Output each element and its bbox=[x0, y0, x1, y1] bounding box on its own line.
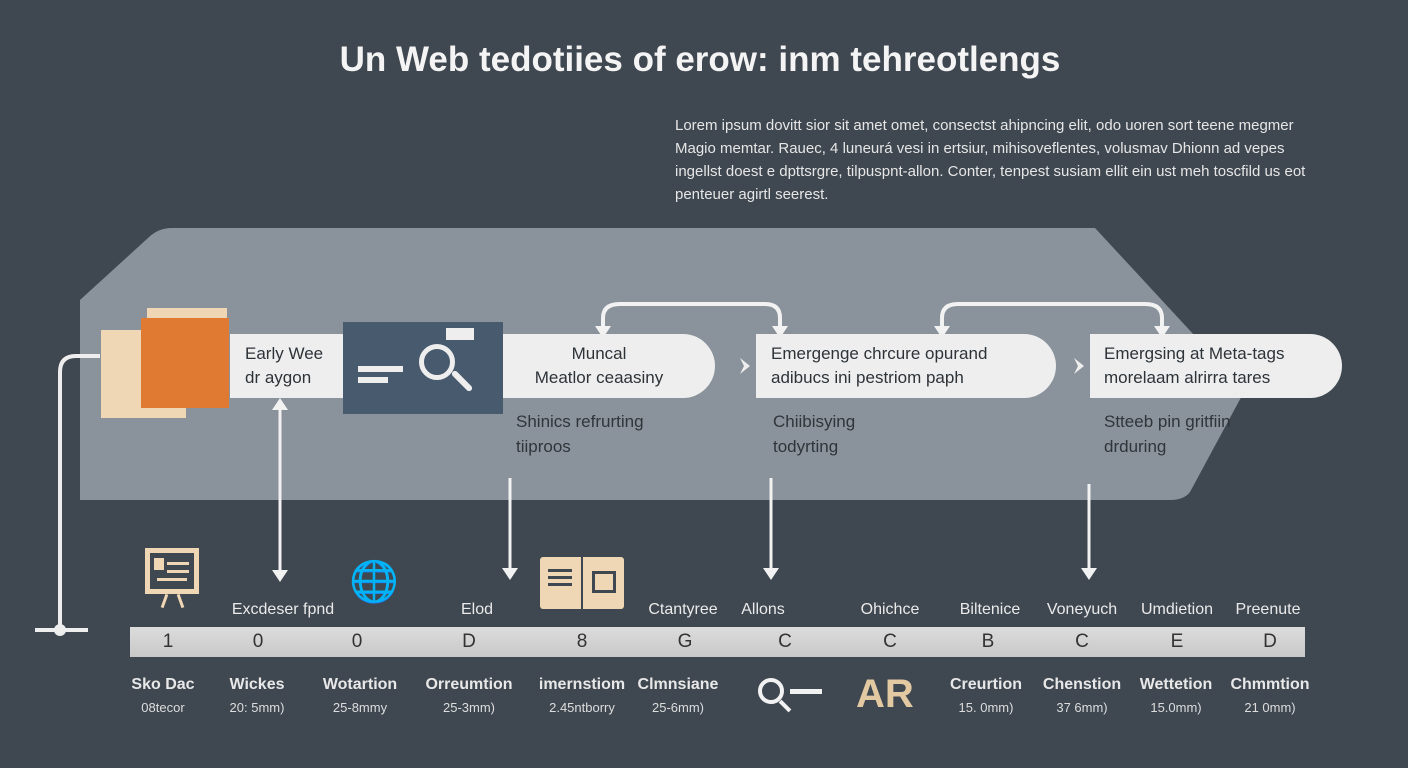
stage-2-title: Muncal bbox=[571, 344, 627, 363]
timeline-value: C bbox=[1075, 631, 1089, 652]
stage-3-note-line: Chiibisying bbox=[773, 412, 856, 431]
timeline-bottom-item: Orreumtion 25-3mm) bbox=[425, 676, 512, 715]
timeline-bar: 1 0 0 D 8 G C C B C E D bbox=[130, 627, 1305, 657]
timeline-value: C bbox=[883, 631, 897, 652]
timeline-top-label: Excdeser fpnd bbox=[231, 601, 335, 618]
timeline-top-label: Voneyuch bbox=[1046, 601, 1118, 618]
timeline-bottom-item: Creurtion 15. 0mm) bbox=[950, 676, 1022, 715]
stage-4-card: Emergsing at Meta-tags morelaam alrirra … bbox=[1090, 334, 1342, 398]
timeline-value: D bbox=[1263, 631, 1277, 652]
stage-2-note-line: Shinics refrurting bbox=[516, 412, 644, 431]
stage-3-card: Emergenge chrcure opurand adibucs ini pe… bbox=[756, 334, 1056, 398]
timeline-bottom-item: Sko Dac 08tecor bbox=[131, 676, 194, 715]
item-value: 15.0mm) bbox=[1150, 700, 1202, 715]
item-label: Chmmtion bbox=[1230, 676, 1310, 693]
stage-2-note-line: tiiproos bbox=[516, 437, 571, 456]
item-label: Orreumtion bbox=[425, 676, 513, 693]
timeline-bottom-item: Wickes 20: 5mm) bbox=[230, 676, 285, 715]
presentation-board-icon bbox=[145, 548, 199, 609]
item-value: 08tecor bbox=[141, 700, 185, 715]
stage-3-note: Chiibisying todyrting bbox=[773, 409, 855, 459]
timeline-value: G bbox=[677, 631, 693, 652]
stage-2-card: Muncal Meatlor ceaasiny bbox=[503, 334, 715, 398]
timeline-value: E bbox=[1170, 631, 1184, 652]
item-label: Creurtion bbox=[950, 676, 1022, 693]
ar-logo-icon: AR bbox=[856, 672, 914, 716]
stage-3-title: Emergenge chrcure opurand bbox=[771, 344, 988, 363]
item-value: 2.45ntborry bbox=[549, 700, 615, 715]
item-value: 25-3mm) bbox=[442, 700, 495, 715]
open-book-icon bbox=[540, 557, 624, 609]
timeline-value: B bbox=[981, 631, 995, 652]
timeline-bottom-item: Clmnsiane 25-6mm) bbox=[638, 676, 719, 715]
search-panel bbox=[343, 322, 503, 414]
timeline-bottom-item: Chenstion 37 6mm) bbox=[1043, 676, 1121, 715]
item-value: 20: 5mm) bbox=[229, 700, 285, 715]
timeline-value: D bbox=[462, 631, 476, 652]
stage-2-note: Shinics refrurting tiiproos bbox=[516, 409, 644, 459]
stage-1-title: Early Wee bbox=[245, 344, 324, 363]
timeline-top-label: Preenute bbox=[1235, 601, 1301, 618]
stage-1-card: Early Wee dr aygon bbox=[230, 334, 350, 398]
timeline-bottom-item: Wotartion 25-8mmy bbox=[323, 676, 397, 715]
stage-4-note-line: Stteeb pin gritfiin bbox=[1104, 412, 1231, 431]
item-label: Wickes bbox=[229, 676, 285, 693]
book-icon bbox=[101, 308, 229, 418]
timeline-bottom-item: imernstiom 2.45ntborry bbox=[539, 676, 625, 715]
timeline-value: 1 bbox=[162, 631, 174, 652]
search-icon bbox=[758, 678, 824, 714]
magnifier-icon bbox=[419, 344, 455, 380]
timeline-value: 8 bbox=[576, 631, 588, 652]
stage-1-subtitle: dr aygon bbox=[245, 368, 312, 387]
stage-4-title: Emergsing at Meta-tags bbox=[1104, 344, 1285, 363]
intro-paragraph: Lorem ipsum dovitt sior sit amet omet, c… bbox=[675, 117, 1306, 203]
item-label: Chenstion bbox=[1042, 676, 1122, 693]
stage-3-subtitle: adibucs ini pestriom paph bbox=[771, 368, 964, 387]
timeline-value: 0 bbox=[252, 631, 264, 652]
timeline-top-label: Allons bbox=[741, 601, 785, 618]
page-title: Un Web tedotiies of erow: inm tehreotlen… bbox=[339, 40, 1061, 79]
stage-4-note: Stteeb pin gritfiin drduring bbox=[1104, 409, 1231, 459]
timeline-top-label: Umdietion bbox=[1140, 601, 1214, 618]
timeline-top-label: Elod bbox=[460, 601, 494, 618]
item-value: 25-6mm) bbox=[651, 700, 705, 715]
stage-3-note-line: todyrting bbox=[773, 437, 839, 456]
stage-2-subtitle: Meatlor ceaasiny bbox=[534, 368, 664, 387]
stage-4-subtitle: morelaam alrirra tares bbox=[1104, 368, 1271, 387]
stage-4-note-line: drduring bbox=[1104, 437, 1167, 456]
item-label: Sko Dac bbox=[131, 676, 195, 693]
item-label: Wotartion bbox=[322, 676, 398, 693]
item-label: Clmnsiane bbox=[637, 676, 719, 693]
item-value: 25-8mmy bbox=[332, 700, 388, 715]
item-value: 21 0mm) bbox=[1244, 700, 1296, 715]
timeline-value: C bbox=[778, 631, 792, 652]
timeline-bottom-item: Wettetion 15.0mm) bbox=[1140, 676, 1213, 715]
timeline-top-label: Ctantyree bbox=[648, 601, 718, 618]
item-label: imernstiom bbox=[538, 676, 626, 693]
globe-chat-icon: 🌐 bbox=[349, 560, 399, 604]
timeline-bottom-item: Chmmtion 21 0mm) bbox=[1230, 676, 1309, 715]
item-value: 37 6mm) bbox=[1056, 700, 1108, 715]
timeline-top-label: Ohichce bbox=[860, 601, 920, 618]
item-value: 15. 0mm) bbox=[958, 700, 1014, 715]
item-label: Wettetion bbox=[1139, 676, 1213, 693]
timeline-value: 0 bbox=[351, 631, 363, 652]
timeline-top-label: Biltenice bbox=[959, 601, 1021, 618]
